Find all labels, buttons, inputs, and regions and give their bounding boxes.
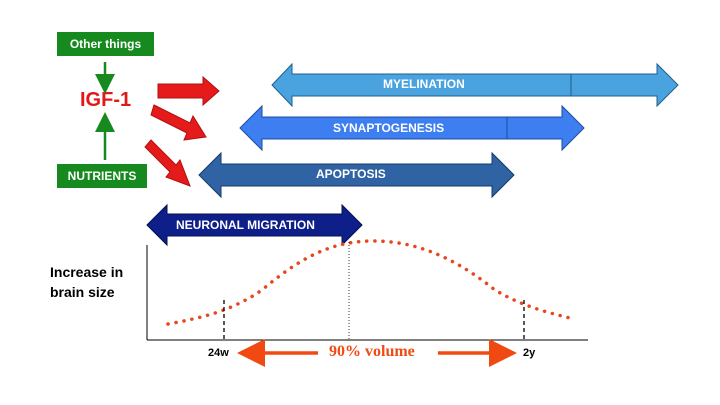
apoptosis-arrow (198, 151, 515, 199)
volume-range-label: 90% volume (329, 343, 415, 360)
tick-2y-label: 2y (523, 347, 536, 359)
y-axis-label-line1: Increase in (50, 264, 124, 280)
nutrients-label: NUTRIENTS (67, 169, 137, 183)
igf-arrow-apoptosis (144, 139, 191, 187)
y-axis-label-line2: brain size (50, 284, 115, 300)
igf-1-label: IGF-1 (80, 89, 132, 111)
other-things-box: Other things (57, 32, 154, 56)
other-things-label: Other things (69, 37, 142, 51)
igf-arrow-myelination (157, 75, 220, 107)
igf-arrow-synaptogenesis (150, 104, 207, 141)
synaptogenesis-arrow (239, 104, 585, 152)
apoptosis-label: APOPTOSIS (316, 167, 386, 181)
growth-curve (166, 239, 572, 326)
synaptogenesis-label: SYNAPTOGENESIS (333, 121, 445, 135)
myelination-label: MYELINATION (383, 77, 465, 91)
myelination-arrow (271, 62, 679, 108)
neuronal-migration-label: NEURONAL MIGRATION (176, 218, 315, 232)
nutrients-box: NUTRIENTS (57, 164, 147, 188)
neuronal-migration-arrow (146, 203, 363, 247)
tick-24w-label: 24w (208, 347, 229, 359)
